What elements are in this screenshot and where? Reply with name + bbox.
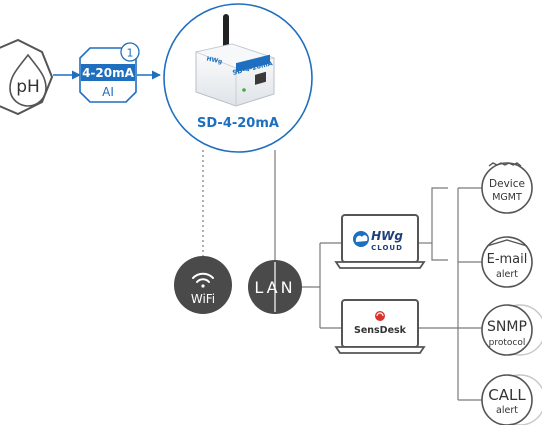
converter-badge-number: 1 [127, 47, 134, 60]
gear-icon [488, 162, 522, 167]
ph-label: pH [16, 77, 40, 97]
converter-block: 4-20mA AI 1 [79, 42, 161, 103]
email-line2: alert [496, 269, 518, 280]
envelope-icon [486, 239, 528, 247]
device-node[interactable]: SD-4-20mA HWg SD-4-20mA [163, 3, 313, 153]
laptop-base [334, 261, 426, 269]
output-call[interactable]: CALL alert [481, 374, 542, 425]
ph-droplet-icon [9, 53, 47, 107]
call-line1: CALL [488, 386, 526, 404]
antenna-icon [223, 14, 229, 54]
converter-badge [120, 42, 140, 62]
converter-line2: AI [102, 85, 114, 99]
ph-octagon [0, 38, 54, 116]
device-box-image: SD-4-20mA HWg [194, 43, 276, 107]
sensdesk-logo-text: SensDesk [354, 325, 407, 336]
email-line1: E-mail [487, 252, 528, 267]
device-mgmt-circle[interactable] [481, 162, 533, 214]
converter-band [81, 64, 135, 81]
device-case-brand: HWg [206, 55, 223, 65]
output-device-mgmt[interactable]: Device MGMT [481, 162, 533, 214]
snmp-line1: SNMP [487, 319, 527, 335]
wifi-icon [192, 272, 214, 288]
sensdesk-laptop[interactable]: SensDesk [334, 299, 426, 354]
device-mgmt-line1: Device [489, 178, 525, 190]
status-led-icon [242, 88, 246, 92]
call-circle[interactable] [481, 374, 533, 425]
lan-label: LAN [254, 278, 295, 297]
cloud-logo-sub: CLOUD [371, 244, 403, 252]
output-email[interactable]: E-mail alert [481, 236, 533, 288]
wifi-label: WiFi [191, 292, 215, 306]
snmp-circle[interactable] [481, 304, 533, 356]
bracket-cloud [431, 187, 448, 261]
device-mgmt-line2: MGMT [492, 192, 522, 203]
device-label-plate [236, 54, 270, 73]
email-circle[interactable] [481, 236, 533, 288]
ph-sensor: pH [0, 38, 81, 116]
connection-lines [202, 150, 482, 401]
wifi-node[interactable]: WiFi [174, 256, 232, 314]
cloud-logo-text: HWg [371, 229, 403, 243]
ethernet-port-icon [255, 71, 266, 85]
converter-line1: 4-20mA [82, 66, 135, 80]
device-name: SD-4-20mA [197, 116, 279, 131]
output-snmp[interactable]: SNMP protocol [481, 304, 542, 356]
cloud-laptop[interactable]: HWg CLOUD [334, 214, 426, 269]
lan-node[interactable]: LAN [248, 260, 302, 314]
call-line2: alert [496, 405, 518, 416]
snmp-line2: protocol [489, 338, 526, 348]
laptop-screen [341, 299, 419, 348]
laptop-base [334, 346, 426, 354]
